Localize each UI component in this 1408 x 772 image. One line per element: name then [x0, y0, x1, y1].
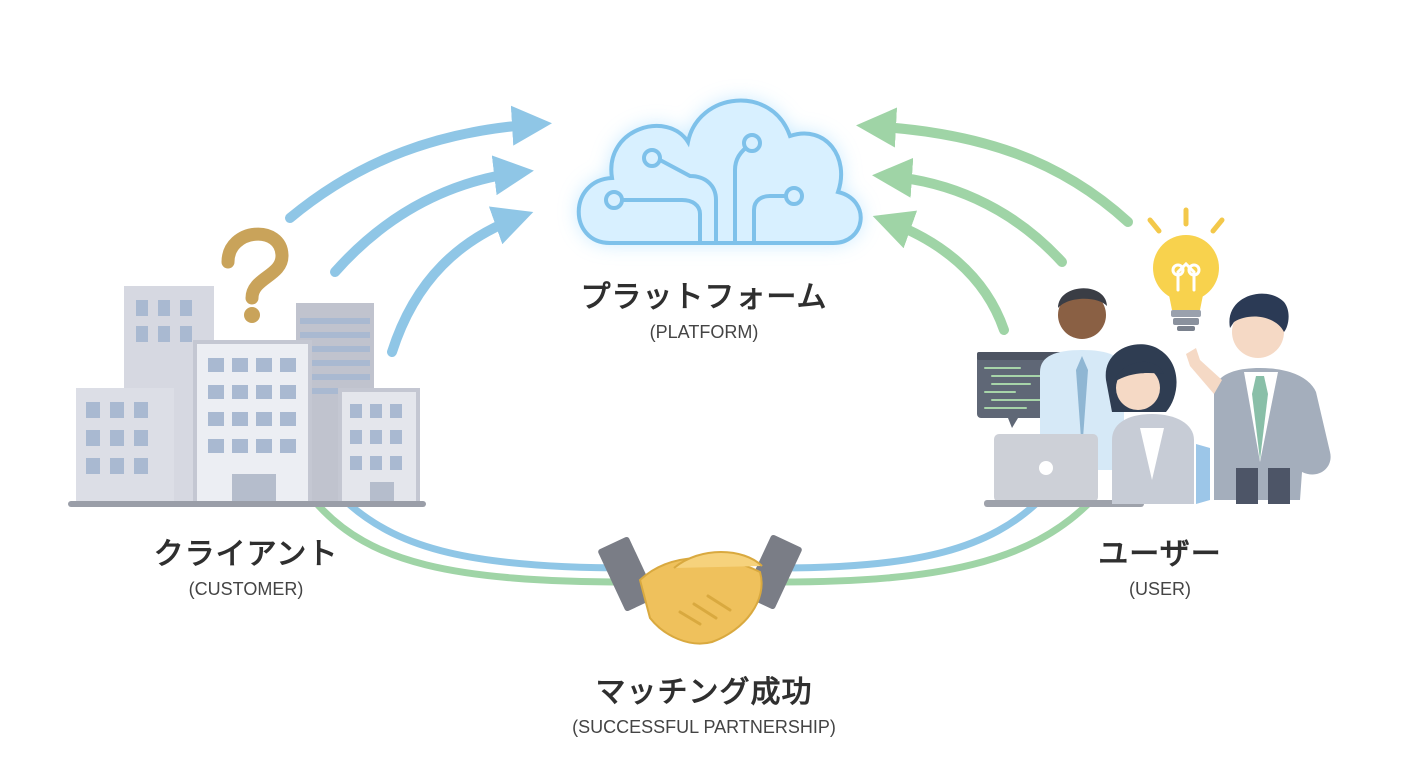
- match-title: マッチング成功: [595, 675, 813, 710]
- bottom-flows: [314, 496, 1094, 586]
- arrow-user-1: [856, 107, 1133, 227]
- platform-label: プラットフォーム (PLATFORM): [554, 272, 854, 343]
- flow-client-blue: [346, 501, 634, 572]
- platform-subtitle: (PLATFORM): [649, 322, 759, 342]
- cloud-icon: [576, 98, 863, 246]
- flow-client-green: [314, 501, 634, 586]
- platform-title: プラットフォーム: [580, 280, 828, 315]
- match-subtitle: (SUCCESSFUL PARTNERSHIP): [572, 717, 836, 737]
- laptop-icon: [984, 434, 1144, 507]
- arrow-client-2: [330, 155, 534, 277]
- buildings-icon: [68, 286, 426, 507]
- circuit-node: [784, 186, 804, 206]
- arrow-user-3: [872, 210, 1009, 335]
- match-label: マッチング成功 (SUCCESSFUL PARTNERSHIP): [504, 667, 904, 738]
- client-to-platform-arrows: [285, 105, 552, 357]
- client-title: クライアント: [153, 537, 339, 572]
- client-label: クライアント (CUSTOMER): [116, 529, 376, 600]
- circuit-node: [604, 190, 624, 210]
- flow-user-green: [776, 498, 1094, 586]
- handshake-icon: [598, 534, 802, 645]
- people-icon: [977, 288, 1331, 507]
- client-subtitle: (CUSTOMER): [188, 579, 304, 599]
- arrow-client-3: [387, 206, 534, 357]
- flow-user-blue: [776, 496, 1044, 572]
- lightbulb-icon: [1147, 207, 1225, 331]
- user-label: ユーザー (USER): [1060, 529, 1260, 600]
- arrow-client-1: [285, 105, 552, 223]
- user-title: ユーザー: [1098, 537, 1222, 572]
- arrow-user-2: [872, 157, 1067, 267]
- circuit-node: [742, 133, 762, 153]
- user-subtitle: (USER): [1129, 579, 1191, 599]
- user-to-platform-arrows: [856, 107, 1133, 335]
- question-mark-icon: [221, 227, 289, 323]
- circuit-node: [642, 148, 662, 168]
